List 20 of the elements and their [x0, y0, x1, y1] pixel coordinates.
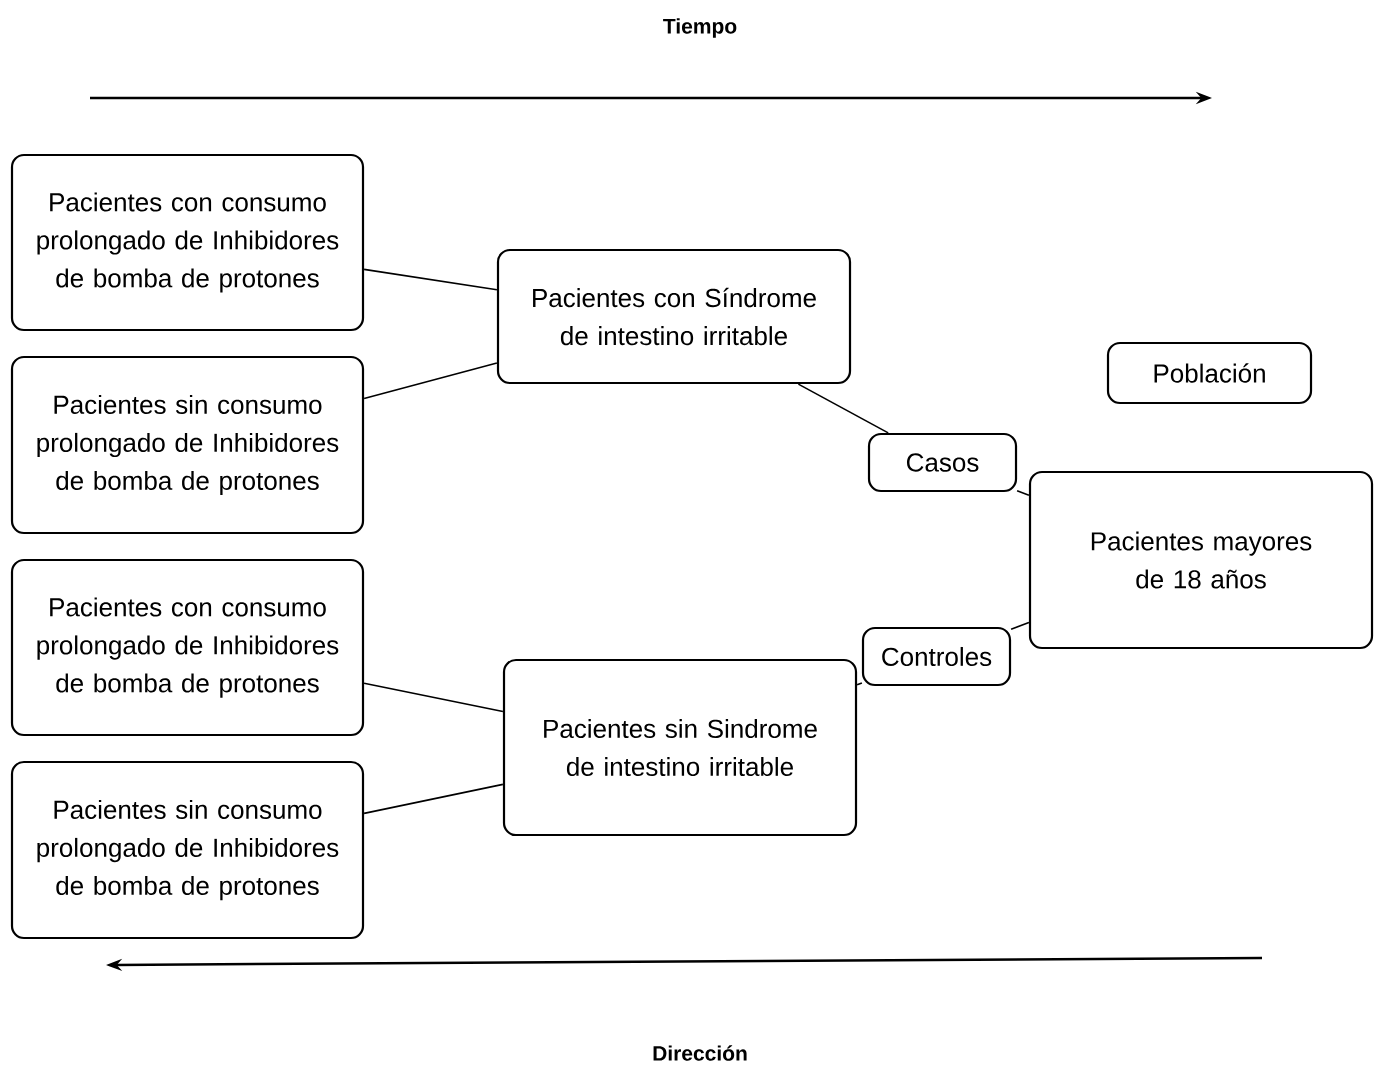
axis-label: Dirección: [653, 1045, 747, 1061]
connector-line: [363, 362, 498, 400]
process-box: Pacientes sin consumo prolongado de Inhibidores de bomba de protones: [10, 760, 365, 940]
connector-line: [363, 682, 504, 713]
group-box: Pacientes sin Sindrome de intestino irritable: [502, 658, 858, 837]
connector-line: [1016, 489, 1030, 497]
process-box: Pacientes con consumo prolongado de Inhibidores de bomba de protones: [10, 153, 365, 332]
axis-label: Tiempo: [663, 18, 737, 38]
connector-line: [1010, 621, 1030, 630]
connector-line: [363, 268, 498, 291]
label-box: Controles: [861, 626, 1012, 687]
connector-line: [797, 383, 889, 434]
connector-line: [856, 682, 863, 686]
process-box: Pacientes con consumo prolongado de Inhibidores de bomba de protones: [10, 558, 365, 737]
population-box: Población: [1106, 341, 1313, 405]
group-box: Pacientes con Síndrome de intestino irritable: [496, 248, 852, 385]
label-box: Casos: [867, 432, 1018, 493]
process-box: Pacientes sin consumo prolongado de Inhibidores de bomba de protones: [10, 355, 365, 535]
connector-line: [363, 783, 504, 815]
population-box: Pacientes mayores de 18 años: [1028, 470, 1374, 650]
